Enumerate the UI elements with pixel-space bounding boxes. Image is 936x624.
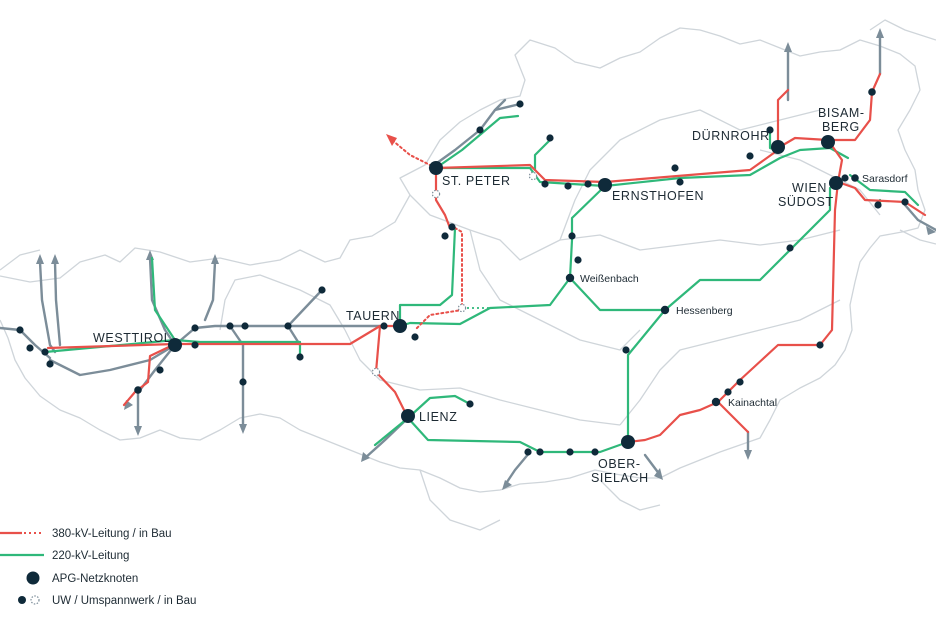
label-obersielach-1: OBER-: [598, 457, 641, 471]
legend: 380-kV-Leitung / in Bau 220-kV-Leitung A…: [0, 528, 196, 607]
hub-lienz[interactable]: [401, 409, 415, 423]
state-border: [759, 149, 881, 216]
construction-arrow: [386, 134, 397, 146]
label-st-peter: ST. PETER: [442, 174, 511, 188]
state-border: [599, 479, 661, 511]
hub-st-peter[interactable]: [429, 161, 443, 175]
label-wien-1: WIEN: [792, 181, 827, 195]
legend-item-substation: UW / Umspannwerk / in Bau: [18, 595, 196, 607]
state-border: [0, 249, 41, 271]
hub-duernrohr[interactable]: [771, 140, 785, 154]
legend-hub-icon: [26, 571, 40, 585]
legend-item-hub: APG-Netzknoten: [26, 571, 138, 585]
hub-obersielach[interactable]: [621, 435, 635, 449]
state-border: [409, 194, 561, 261]
legend-label-hub: APG-Netzknoten: [52, 573, 138, 585]
state-border: [344, 329, 621, 426]
hub-wien-suedost[interactable]: [829, 176, 843, 190]
state-border: [559, 229, 841, 251]
legend-label-substation: UW / Umspannwerk / in Bau: [52, 595, 196, 607]
hub-labels: WESTTIROL TAUERN ST. PETER ERNSTHOFEN DÜ…: [93, 106, 865, 485]
state-border: [559, 109, 821, 241]
state-border: [419, 469, 501, 531]
legend-label-220kv: 220-kV-Leitung: [52, 550, 129, 562]
hub-westtirol[interactable]: [168, 338, 182, 352]
label-duernrohr: DÜRNROHR: [692, 129, 770, 143]
label-ernsthofen: ERNSTHOFEN: [612, 189, 704, 203]
label-bisamberg-2: BERG: [822, 120, 860, 134]
label-hessenberg: Hessenberg: [676, 305, 733, 317]
border-arrows: [36, 28, 936, 490]
foreign-lines: [0, 32, 936, 487]
label-sarasdorf: Sarasdorf: [862, 173, 908, 185]
label-bisamberg-1: BISAM-: [818, 106, 865, 120]
legend-substation-construction-icon: [30, 595, 40, 605]
label-kainachtal: Kainachtal: [728, 397, 777, 409]
substations: [16, 88, 909, 456]
hubs: [168, 135, 843, 449]
state-border: [469, 229, 641, 351]
hub-bisamberg[interactable]: [821, 135, 835, 149]
substations-construction: [371, 171, 538, 377]
substation-labels: Sarasdorf Weißenbach Hessenberg Kainacht…: [580, 173, 908, 409]
label-obersielach-2: SIELACH: [591, 471, 649, 485]
label-lienz: LIENZ: [419, 410, 457, 424]
label-weissenbach: Weißenbach: [580, 273, 639, 285]
legend-label-380kv: 380-kV-Leitung / in Bau: [52, 528, 172, 540]
legend-substation-icon: [18, 596, 26, 604]
legend-item-220kv: 220-kV-Leitung: [0, 550, 129, 562]
label-wien-2: SÜDOST: [778, 195, 834, 209]
borders: [0, 19, 936, 531]
state-border: [869, 19, 936, 41]
label-westtirol: WESTTIROL: [93, 331, 171, 345]
label-tauern: TAUERN: [346, 309, 400, 323]
state-border: [899, 229, 936, 245]
legend-item-380kv: 380-kV-Leitung / in Bau: [0, 528, 172, 540]
state-border: [619, 299, 841, 426]
hub-tauern[interactable]: [393, 319, 407, 333]
state-border: [219, 274, 346, 331]
hub-ernsthofen[interactable]: [598, 178, 612, 192]
